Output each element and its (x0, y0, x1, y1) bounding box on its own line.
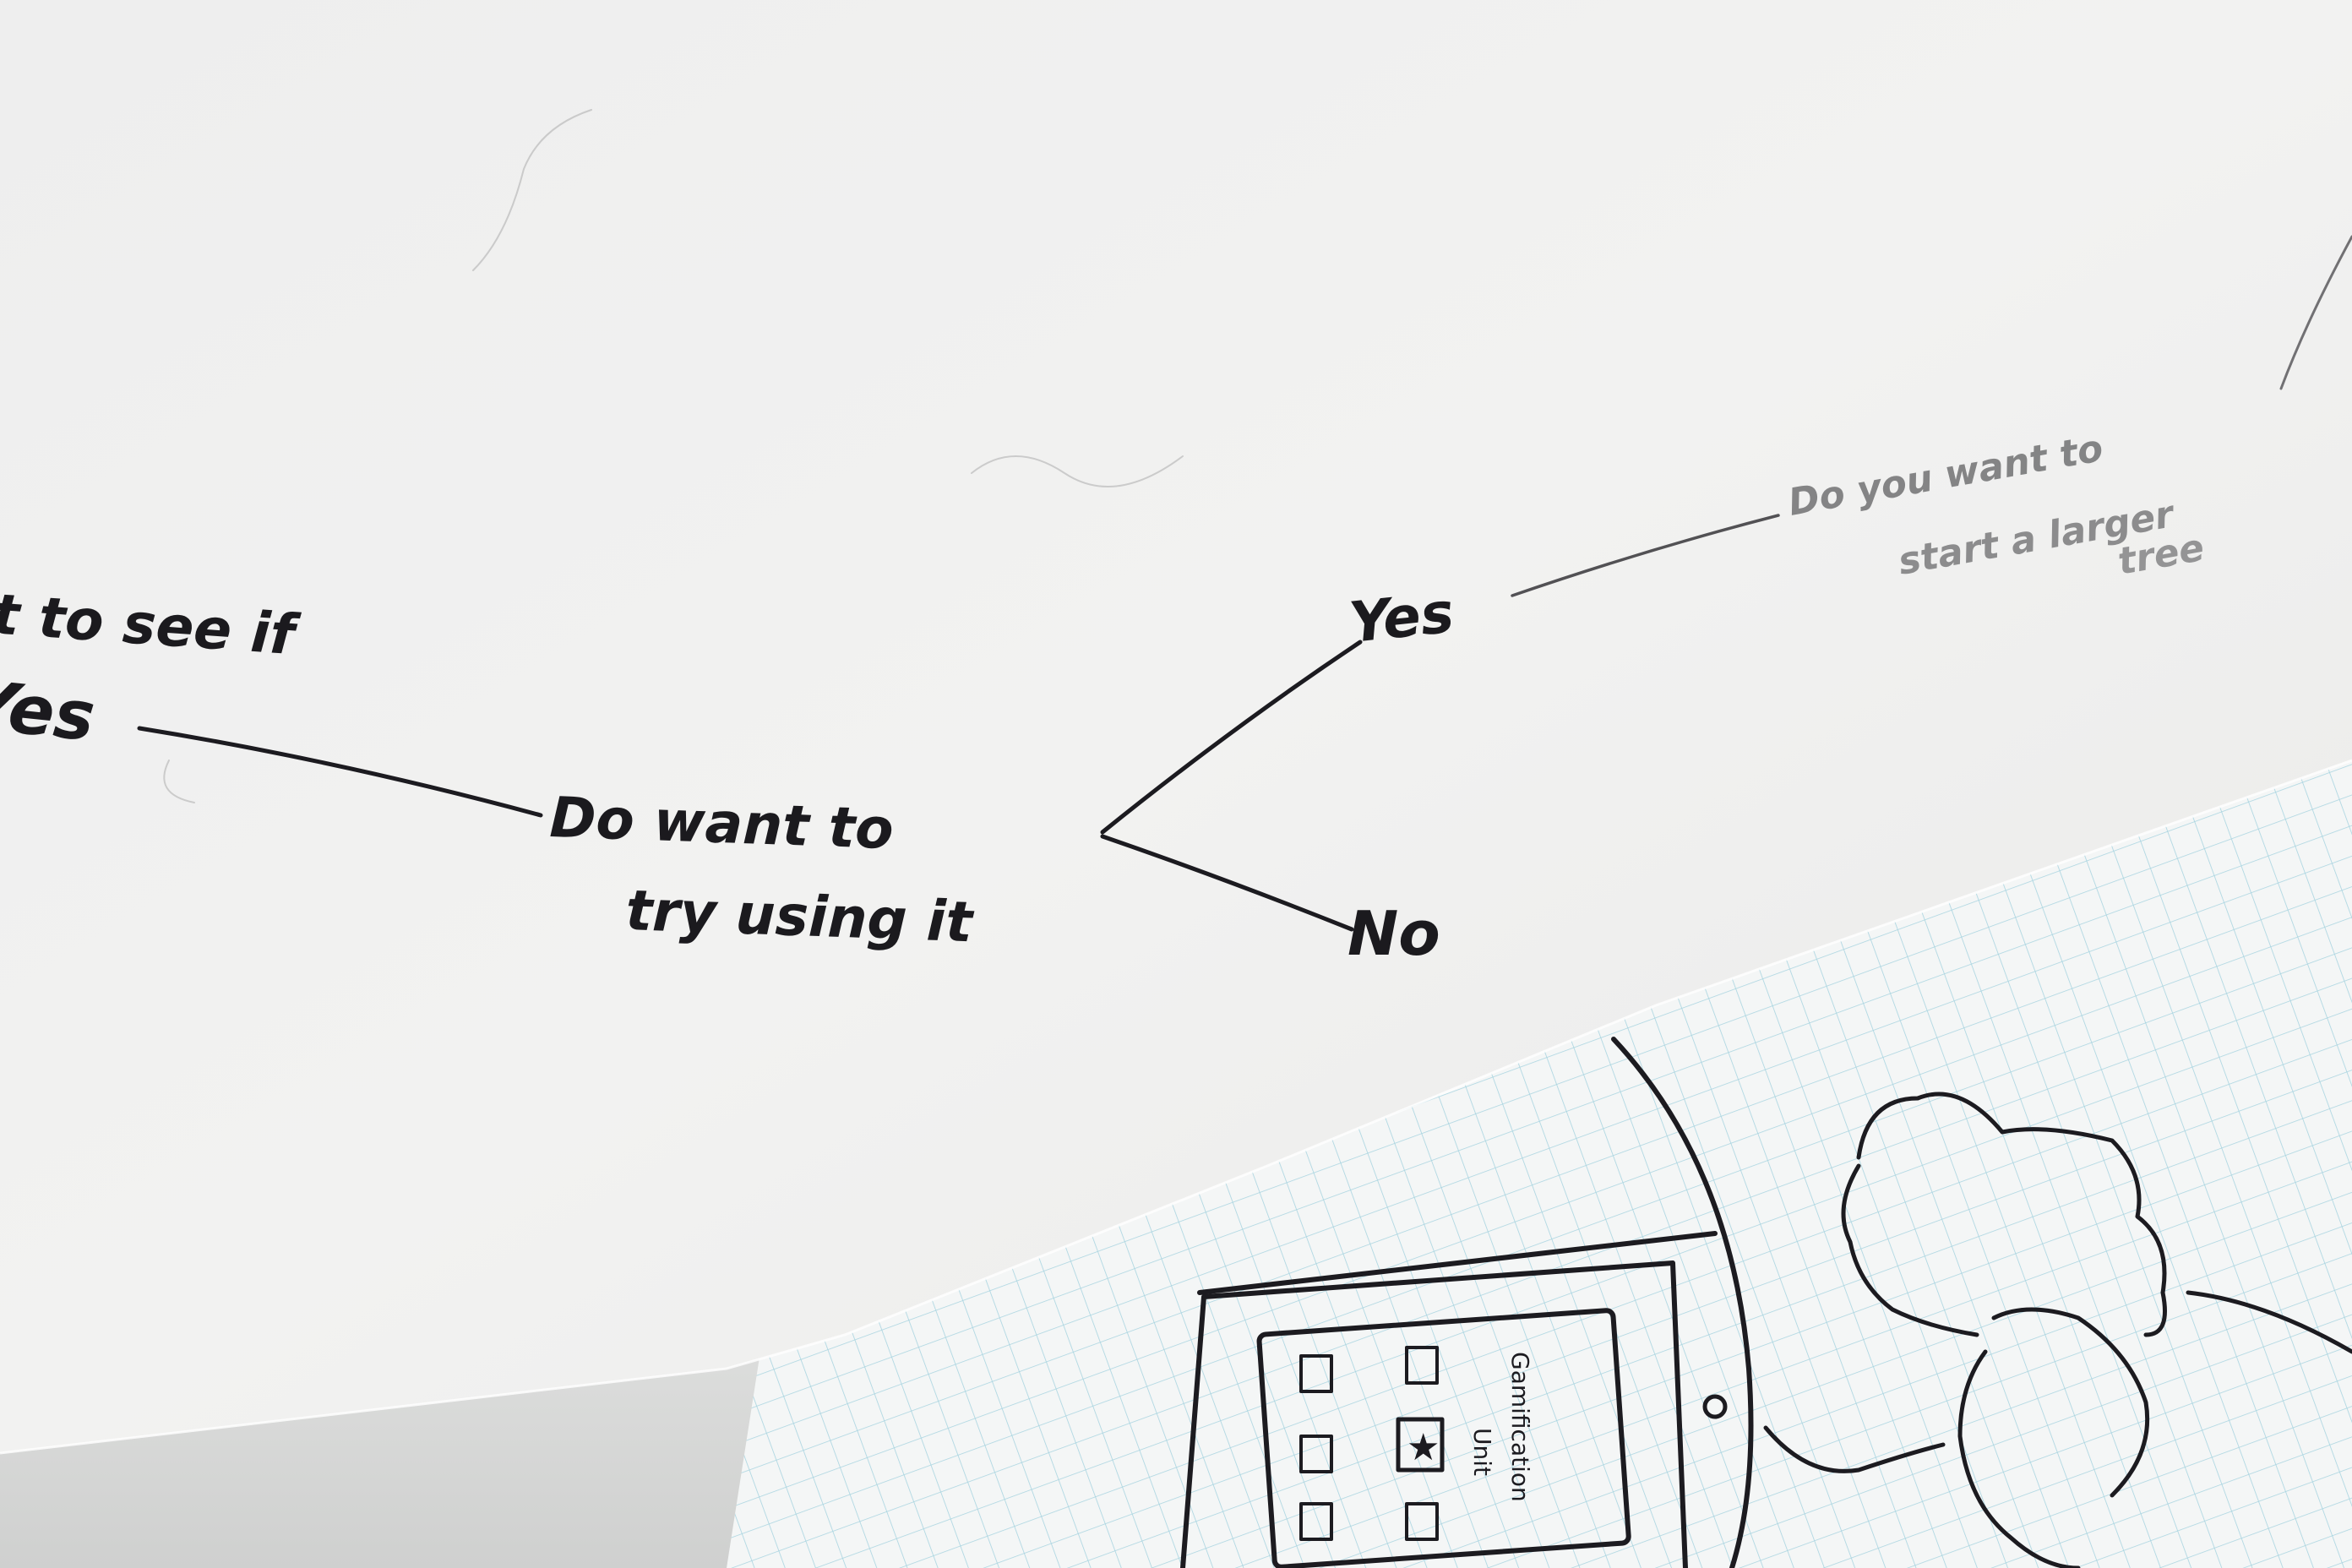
person-hair (1856, 1092, 2167, 1337)
question-line-2: try using it (624, 878, 975, 955)
person-shoulder (2186, 1290, 2352, 1354)
connector-next-up (2279, 235, 2352, 390)
phone-screen-label: Gamification (1506, 1352, 1534, 1502)
connector-yes-to-next (1511, 514, 1780, 597)
person-sketch (1763, 1092, 2352, 1568)
star-icon: ★ (1407, 1426, 1440, 1469)
flowchart-connectors (137, 235, 2352, 932)
app-tile (1299, 1354, 1333, 1393)
partial-yes-label: Yes (0, 665, 99, 756)
question-line-1: Do want to (548, 785, 894, 862)
phone-home-button (1702, 1394, 1728, 1419)
person-hand-line (1763, 1425, 1946, 1473)
app-tile (1299, 1502, 1333, 1541)
person-face (1841, 1163, 1979, 1337)
app-tile (1405, 1346, 1439, 1385)
branch-yes-label: Yes (1347, 580, 1457, 655)
phone-top-line (1197, 1231, 1718, 1295)
connector-question-to-yes (1100, 640, 1363, 835)
grid-paper-sheet (727, 760, 2352, 1568)
app-tile (1299, 1435, 1333, 1473)
circle-outline (1611, 1037, 1754, 1568)
phone-body-outline (1180, 1260, 1688, 1568)
paper-edge (0, 759, 2352, 1455)
faint-pencil-marks (163, 109, 1184, 803)
person-head-back (1991, 1307, 2150, 1498)
person-arm (1957, 1349, 2081, 1568)
branch-no-label: No (1348, 898, 1440, 969)
app-tile-selected (1396, 1417, 1445, 1473)
connector-question-to-no (1100, 834, 1354, 932)
lower-sheet (0, 1352, 760, 1568)
app-tile (1405, 1502, 1439, 1541)
phone-screen (1256, 1308, 1631, 1568)
white-paper-sheet (0, 0, 2352, 1453)
connector-yes-to-question (137, 726, 543, 818)
phone-sketch: ★ (1180, 1037, 1754, 1568)
phone-screen-sublabel: Unit (1468, 1428, 1496, 1476)
